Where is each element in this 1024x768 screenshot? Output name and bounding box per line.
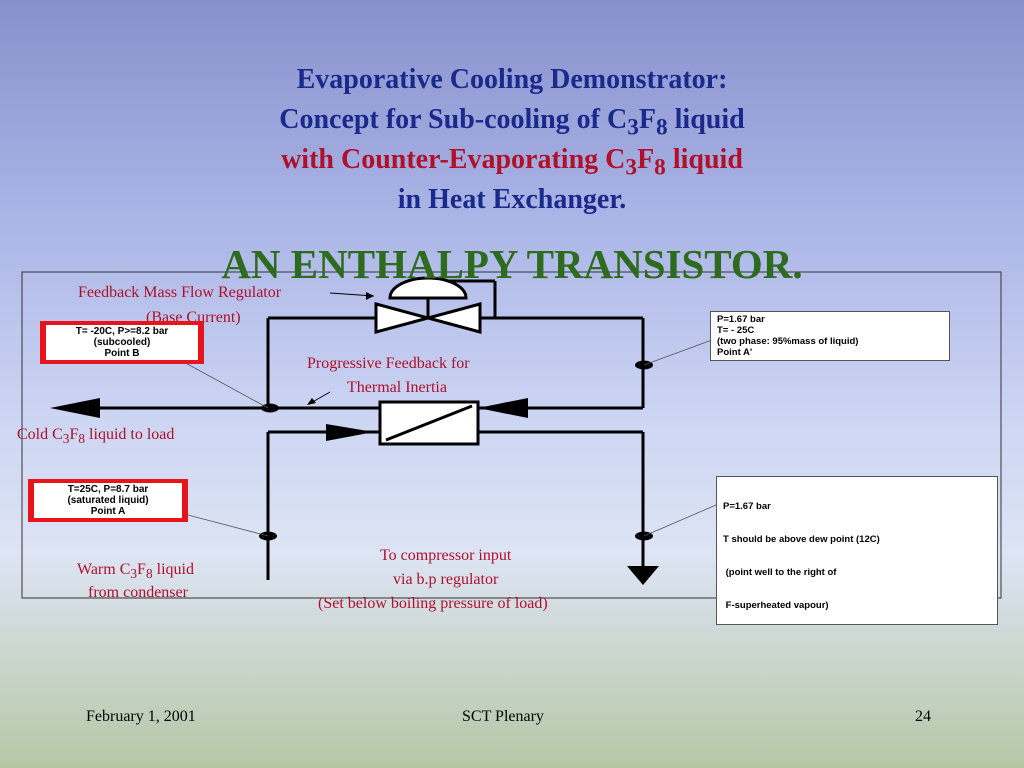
superheated-note-1: (point well to the right of	[723, 567, 837, 578]
point-a-prime-pressure: P=1.67 bar	[717, 314, 765, 325]
title-line-1: Evaporative Cooling Demonstrator:	[296, 64, 728, 95]
point-a-conditions: T=25C, P=8.7 bar	[67, 484, 149, 495]
junction-dots	[259, 360, 653, 541]
callout-lines	[179, 339, 717, 537]
diagram-frame	[21, 271, 1002, 599]
heat-exchanger-icon	[378, 400, 480, 446]
from-condenser-label: from condenser	[88, 584, 188, 601]
warm-liquid-label: Warm C3F8 liquid	[77, 561, 194, 582]
thermal-inertia-label: Thermal Inertia	[347, 379, 447, 396]
boiling-pressure-label: (Set below boiling pressure of load)	[318, 595, 548, 612]
progressive-callout-arrow-icon	[307, 398, 316, 405]
arrow-return-icon	[478, 398, 528, 418]
regulator-callout-arrow-icon	[366, 292, 374, 300]
point-b-box: T= -20C, P>=8.2 bar (subcooled) Point B	[40, 321, 204, 364]
point-a-label: Point A	[90, 506, 126, 517]
footer-date: February 1, 2001	[86, 708, 196, 725]
title-line-3: with Counter-Evaporating C3F8 liquid	[281, 144, 743, 181]
arrow-cold-output-icon	[50, 398, 100, 418]
footer-page-number: 24	[915, 708, 931, 725]
superheated-temperature: T should be above dew point (12C)	[723, 534, 880, 545]
compressor-input-label: To compressor input	[380, 547, 512, 564]
point-a-prime-phase: (two phase: 95%mass of liquid)	[717, 336, 859, 347]
superheated-pressure: P=1.67 bar	[723, 501, 771, 512]
bp-regulator-label: via b.p regulator	[393, 571, 499, 588]
headline: AN ENTHALPY TRANSISTOR.	[221, 241, 803, 287]
point-a-prime-label: Point A'	[717, 347, 753, 358]
title-line-2: Concept for Sub-cooling of C3F8 liquid	[279, 104, 745, 141]
point-b-label: Point B	[104, 348, 140, 359]
arrow-warm-inlet-icon	[326, 424, 374, 441]
arrow-compressor-icon	[627, 566, 659, 585]
superheated-box: P=1.67 bar T should be above dew point (…	[716, 476, 998, 625]
flow-regulator-valve-icon	[374, 276, 482, 334]
point-b-state: (subcooled)	[93, 337, 151, 348]
superheated-note-2: F-superheated vapour)	[723, 600, 829, 611]
footer-event: SCT Plenary	[462, 708, 544, 725]
cold-liquid-label: Cold C3F8 liquid to load	[17, 426, 175, 447]
point-b-conditions: T= -20C, P>=8.2 bar	[75, 326, 169, 337]
progressive-feedback-label: Progressive Feedback for	[307, 355, 470, 372]
point-a-box: T=25C, P=8.7 bar (saturated liquid) Poin…	[28, 479, 188, 522]
point-a-state: (saturated liquid)	[67, 495, 149, 506]
point-a-prime-temperature: T= - 25C	[717, 325, 755, 336]
feedback-regulator-label: Feedback Mass Flow Regulator	[78, 284, 282, 301]
title-line-4: in Heat Exchanger.	[397, 184, 627, 215]
point-a-prime-box: P=1.67 bar T= - 25C (two phase: 95%mass …	[710, 311, 950, 361]
